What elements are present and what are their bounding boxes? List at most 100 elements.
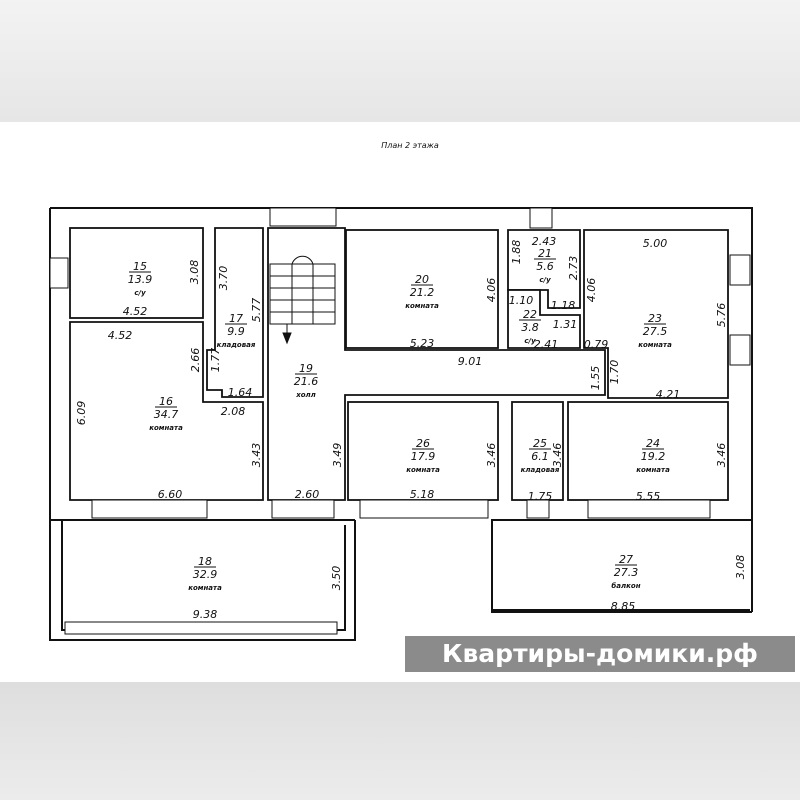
room-area: 34.7 (154, 408, 179, 421)
dimension-label: 0.79 (584, 338, 609, 351)
dimension-label: 5.76 (715, 303, 728, 328)
dimension-label: 4.06 (485, 278, 498, 303)
dimension-label: 1.75 (528, 490, 553, 503)
dimension-label: 1.77 (209, 348, 222, 373)
dimension-label: 9.01 (458, 355, 483, 368)
room-number: 22 (523, 308, 537, 321)
room-type: кладовая (521, 466, 560, 474)
room-number: 15 (133, 260, 147, 273)
dimension-label: 4.06 (585, 278, 598, 303)
room-number: 27 (619, 553, 633, 566)
room-20 (345, 229, 499, 349)
room-label-21: 215.6 с/у (534, 247, 556, 284)
room-area: 3.8 (521, 321, 539, 334)
room-area: 13.9 (128, 273, 153, 286)
room-area: 19.2 (641, 450, 666, 463)
room-type: с/у (524, 337, 536, 345)
room-area: 27.5 (643, 325, 668, 338)
dimension-label: 2.08 (221, 405, 246, 418)
dimension-label: 9.38 (193, 608, 218, 621)
room-type: комната (405, 302, 439, 310)
room-16 (69, 321, 264, 501)
dimension-label: 2.43 (532, 235, 557, 248)
dimension-label: 5.23 (410, 337, 435, 350)
dimension-label: 3.46 (551, 443, 564, 468)
dimension-label: 4.21 (656, 388, 681, 401)
blurred-background-top (0, 0, 800, 122)
dimension-label: 1.31 (553, 318, 578, 331)
outer-wall (49, 207, 753, 641)
dimension-label: 2.73 (567, 256, 580, 281)
dimension-label: 6.60 (158, 488, 183, 501)
room-area: 6.1 (531, 450, 549, 463)
room-25 (511, 401, 564, 501)
room-area: 27.3 (614, 566, 639, 579)
dimension-label: 4.52 (108, 329, 133, 342)
room-area: 21.6 (294, 375, 319, 388)
room-number: 24 (646, 437, 660, 450)
dimension-label: 5.77 (250, 298, 263, 323)
room-number: 25 (533, 437, 547, 450)
blurred-background-bottom (0, 682, 800, 800)
room-number: 18 (198, 555, 212, 568)
room-type: комната (638, 341, 672, 349)
windows (49, 207, 751, 635)
dimension-label: 5.00 (643, 237, 668, 250)
dimension-label: 4.52 (123, 305, 148, 318)
staircase (269, 255, 336, 345)
inner-wall-line (61, 520, 750, 631)
dimension-label: 5.55 (636, 490, 661, 503)
room-22 (507, 289, 581, 349)
dimension-label: 2.60 (295, 488, 320, 501)
room-type: комната (188, 584, 222, 592)
dimension-label: 1.18 (551, 299, 576, 312)
room-number: 21 (538, 247, 552, 260)
dimension-label: 8.85 (611, 600, 636, 613)
room-area: 5.6 (536, 260, 554, 273)
room-type: холл (295, 391, 316, 399)
dimension-label: 1.70 (608, 360, 621, 385)
room-number: 26 (416, 437, 430, 450)
dimension-label: 3.49 (331, 443, 344, 468)
room-26 (347, 401, 499, 501)
room-type: с/у (539, 276, 551, 284)
room-label-17: 179.9 кладовая (217, 312, 256, 349)
room-type: кладовая (217, 341, 256, 349)
dimension-label: 3.43 (250, 443, 263, 468)
room-type: балкон (611, 582, 640, 590)
room-type: с/у (134, 289, 146, 297)
room-23 (583, 229, 729, 399)
room-label-25: 256.1 кладовая (521, 437, 560, 474)
room-area: 9.9 (227, 325, 245, 338)
dimension-label: 2.41 (534, 338, 559, 351)
room-number: 20 (415, 273, 429, 286)
room-number: 17 (229, 312, 243, 325)
watermark-banner: Квартиры-домики.рф (405, 636, 795, 672)
room-label-22: 223.8 с/у (519, 308, 541, 345)
room-type: комната (149, 424, 183, 432)
dimension-label: 3.70 (217, 266, 230, 291)
dimension-label: 1.64 (228, 386, 253, 399)
room-type: комната (636, 466, 670, 474)
plan-title: План 2 этажа (381, 141, 439, 150)
dimension-label: 6.09 (75, 401, 88, 426)
room-15 (69, 227, 204, 319)
dimension-label: 3.08 (734, 555, 747, 580)
room-area: 21.2 (410, 286, 435, 299)
dimension-label: 3.46 (485, 443, 498, 468)
room-type: комната (406, 466, 440, 474)
dimension-label: 1.10 (509, 294, 534, 307)
room-number: 23 (648, 312, 662, 325)
room-17 (206, 227, 264, 398)
room-area: 17.9 (411, 450, 436, 463)
dimension-label: 3.08 (188, 260, 201, 285)
